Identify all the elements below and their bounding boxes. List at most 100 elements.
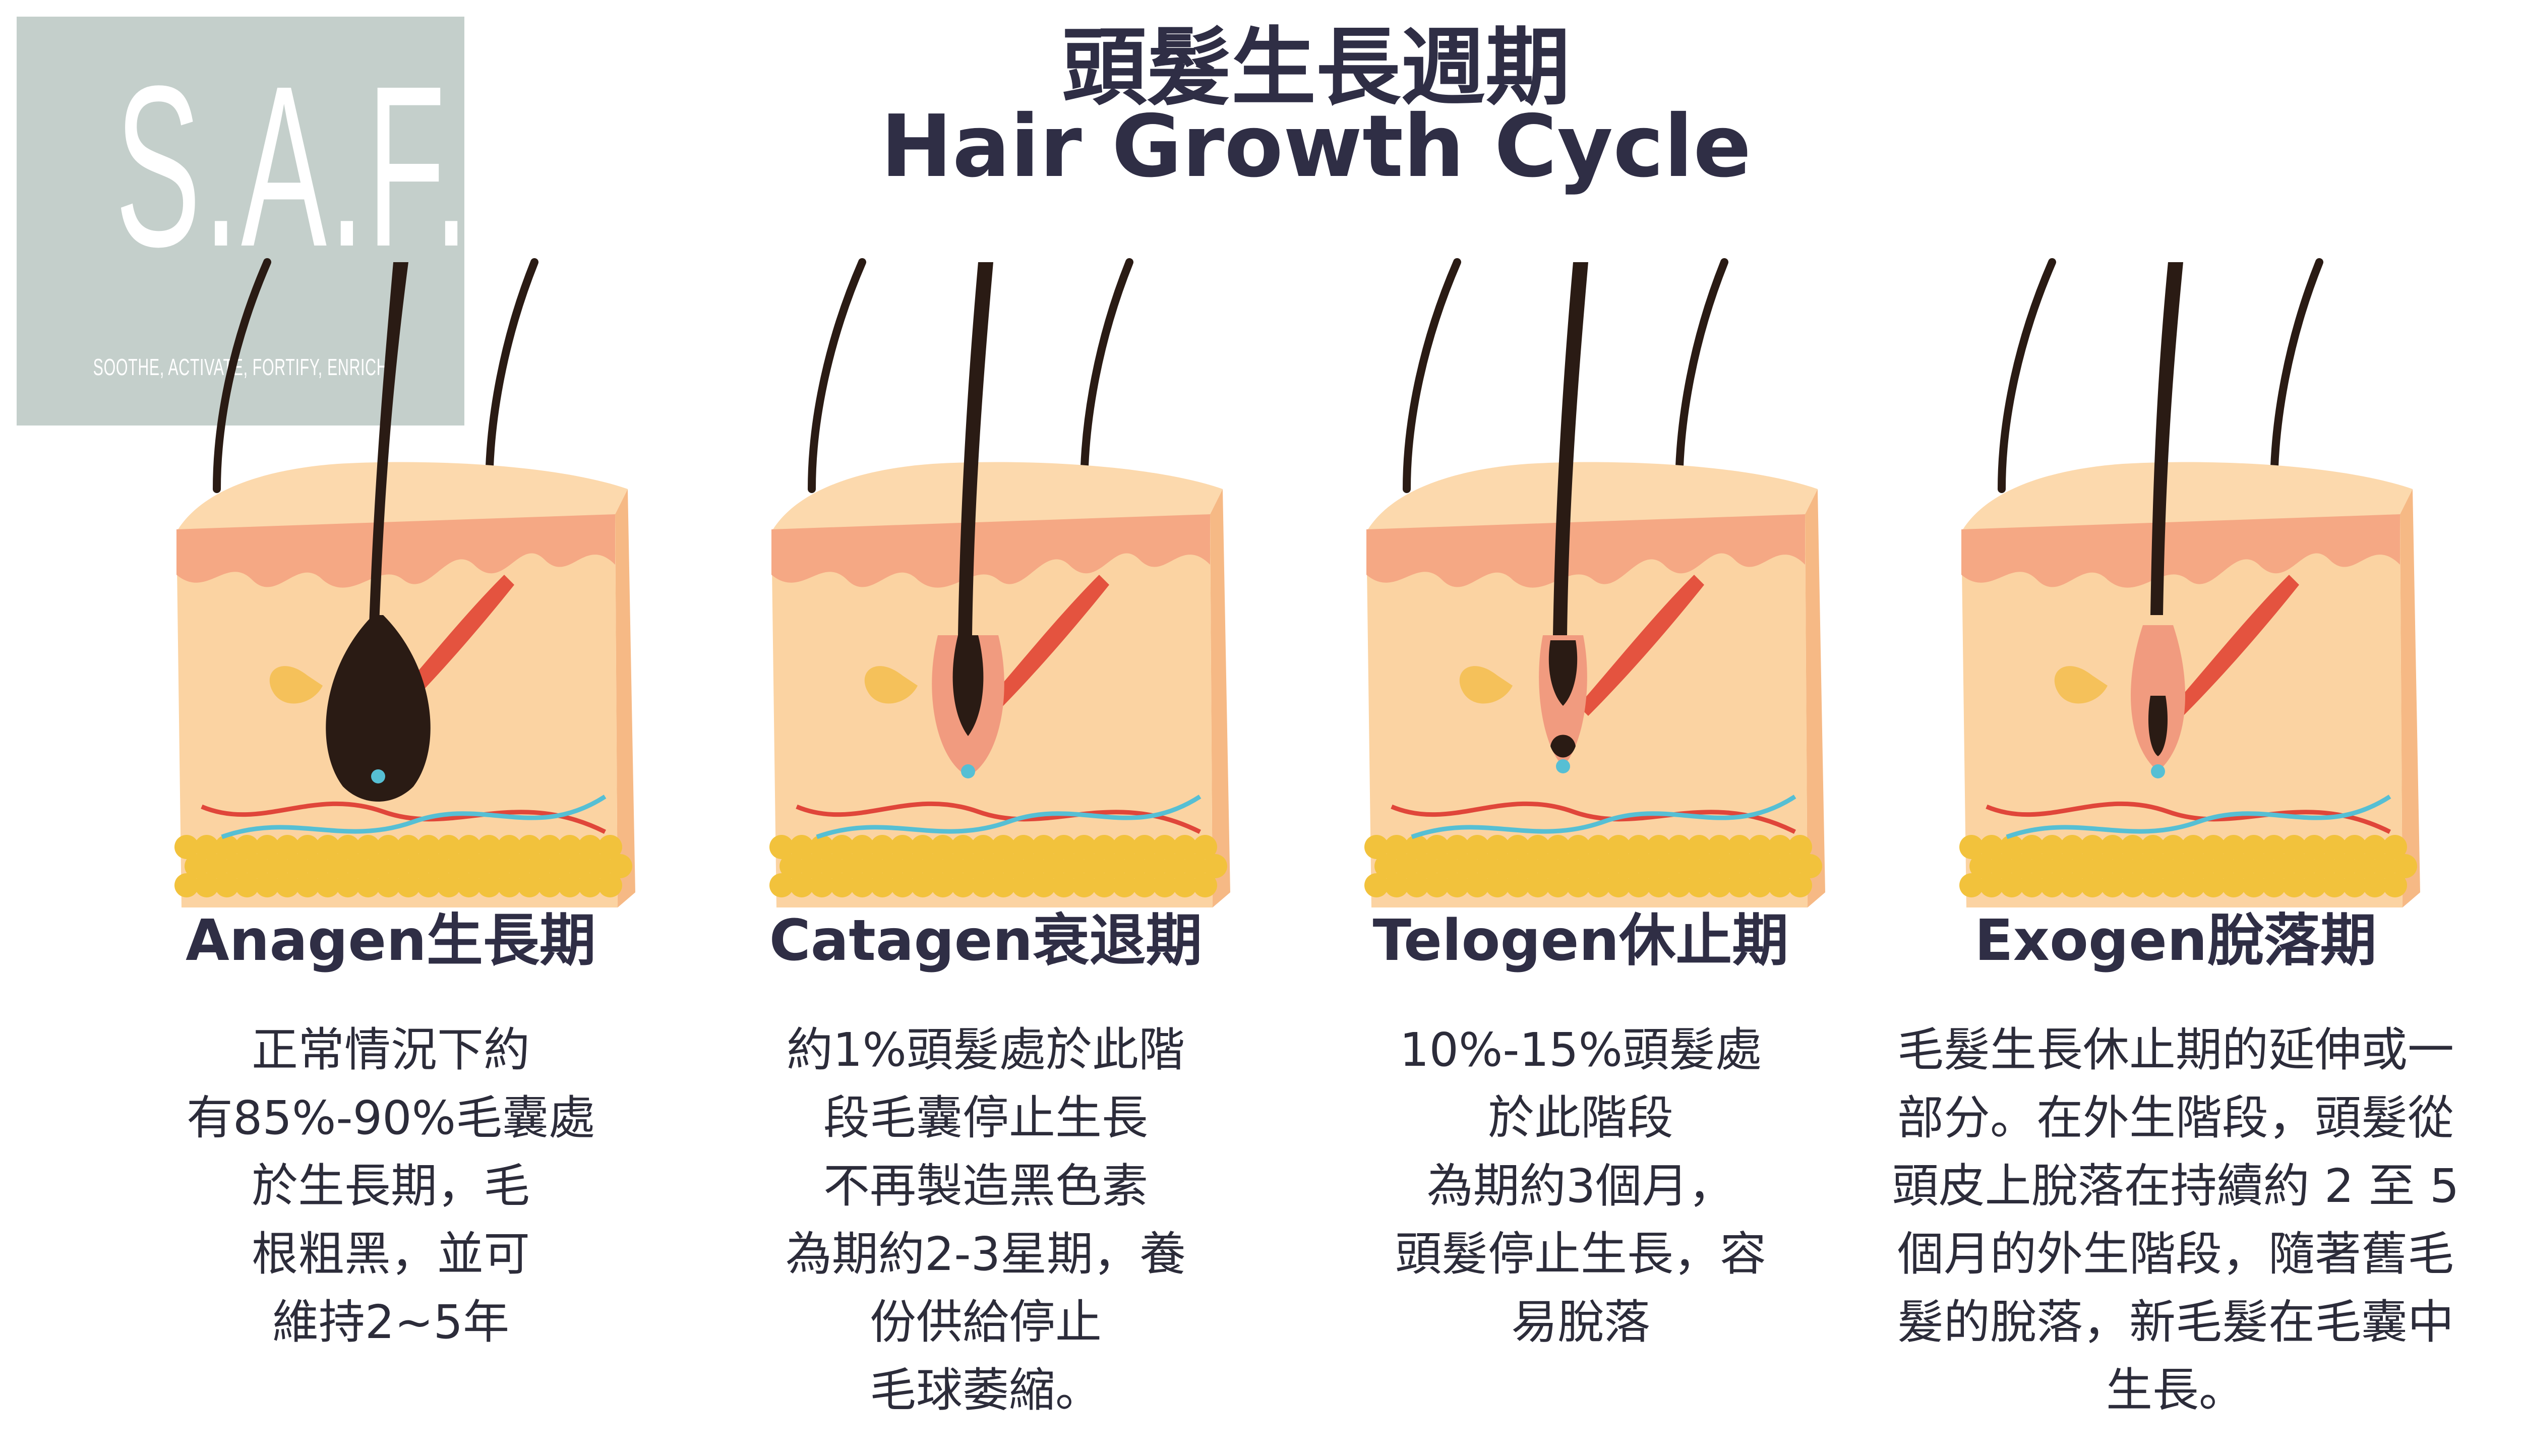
fat-cell — [800, 854, 824, 878]
fat-cell — [275, 835, 299, 859]
fat-cell — [174, 873, 199, 897]
fat-cell — [830, 873, 854, 897]
fat-cell — [1637, 854, 1661, 878]
fat-cell — [1969, 854, 1994, 878]
fat-cell — [1405, 873, 1429, 897]
fat-cell — [850, 873, 874, 897]
fat-cell — [1364, 835, 1389, 859]
skin-top-surface — [1961, 462, 2413, 532]
fat-cell — [356, 835, 380, 859]
fat-cell — [961, 854, 985, 878]
fat-cell — [1032, 873, 1056, 897]
fat-cell — [2383, 873, 2407, 897]
fat-cell — [2181, 835, 2205, 859]
fat-cell — [2232, 854, 2256, 878]
skin-side-face — [1210, 489, 1230, 907]
fat-cell — [2393, 854, 2417, 878]
main-hair-shaft — [368, 262, 408, 655]
fat-cell — [2272, 854, 2296, 878]
fat-cell — [1485, 873, 1510, 897]
subcutaneous-fat — [174, 835, 632, 897]
stage-anagen: Anagen生長期 正常情況下約 有85%-90%毛囊處 於生長期，毛 根粗黑，… — [101, 252, 681, 1456]
fat-cell — [356, 873, 380, 897]
fat-cell — [427, 854, 451, 878]
stage-name: Catagen衰退期 — [769, 908, 1203, 974]
fat-cell — [1183, 854, 1207, 878]
epidermis-layer — [771, 514, 1210, 588]
hair-bulb — [952, 635, 984, 736]
fat-cell — [1566, 873, 1590, 897]
fat-cell — [1727, 835, 1752, 859]
fat-cell — [2252, 854, 2276, 878]
fat-cell — [1526, 873, 1550, 897]
fat-cell — [255, 835, 279, 859]
fat-cell — [1445, 835, 1469, 859]
fat-cell — [921, 854, 945, 878]
fat-cell — [1778, 854, 1802, 878]
fat-cell — [850, 835, 874, 859]
fat-cell — [890, 835, 915, 859]
sebaceous-gland — [1459, 666, 1513, 704]
fat-cell — [265, 854, 289, 878]
subcutaneous-fat — [769, 835, 1227, 897]
fat-cell — [1697, 854, 1721, 878]
fat-cell — [1092, 835, 1116, 859]
fat-cell — [1506, 835, 1530, 859]
fat-cell — [457, 873, 481, 897]
fat-cell — [1677, 854, 1701, 878]
fat-cell — [1667, 835, 1691, 859]
fat-cell — [1032, 835, 1056, 859]
side-hair-left — [1998, 258, 2056, 493]
fat-cell — [2363, 873, 2387, 897]
fat-cell — [2373, 854, 2397, 878]
fat-cell — [1485, 835, 1510, 859]
fat-cell — [1465, 835, 1489, 859]
fat-cell — [366, 854, 390, 878]
fat-cell — [790, 835, 814, 859]
fat-cell — [931, 835, 955, 859]
fat-cell — [1687, 873, 1711, 897]
side-hair-right — [485, 258, 538, 493]
fat-cell — [1506, 873, 1530, 897]
side-hair-left — [1403, 258, 1461, 493]
fat-cell — [1788, 835, 1812, 859]
anagen-follicle-illustration — [174, 258, 635, 907]
fat-cell — [2131, 854, 2155, 878]
fat-cell — [2080, 873, 2105, 897]
fat-cell — [1072, 835, 1096, 859]
fat-cell — [830, 835, 854, 859]
fat-cell — [1112, 873, 1136, 897]
fat-cell — [1586, 835, 1610, 859]
brand-logo: S.A.F.E. SOOTHE, ACTIVATE, FORTIFY, ENRI… — [17, 17, 595, 426]
fat-cell — [1072, 873, 1096, 897]
stage-catagen: Catagen衰退期 約1%頭髮處於此階 段毛囊停止生長 不再製造黑色素 為期約… — [696, 252, 1276, 1456]
fat-cell — [578, 873, 602, 897]
fat-cell — [911, 873, 935, 897]
fat-cell — [2363, 835, 2387, 859]
epidermis-layer — [1961, 514, 2400, 588]
fat-cell — [558, 873, 582, 897]
fat-cell — [1193, 873, 1217, 897]
fat-cell — [2262, 835, 2286, 859]
fat-cell — [1576, 854, 1600, 878]
fat-cell — [1606, 835, 1631, 859]
fat-cell — [1596, 854, 1620, 878]
stage-description: 約1%頭髮處於此階 段毛囊停止生長 不再製造黑色素 為期約2-3星期，養 份供給… — [785, 1023, 1186, 1417]
fat-cell — [2161, 835, 2185, 859]
fat-cell — [1203, 854, 1227, 878]
fat-cell — [1153, 873, 1177, 897]
fat-cell — [598, 835, 622, 859]
fat-cell — [447, 854, 471, 878]
fat-cell — [790, 873, 814, 897]
fat-cell — [1495, 854, 1520, 878]
fat-cell — [1748, 873, 1772, 897]
fat-cell — [437, 835, 461, 859]
subcutaneous-fat — [1364, 835, 1822, 897]
epidermis-layer — [1366, 514, 1805, 588]
fat-cell — [215, 873, 239, 897]
fat-cell — [1143, 854, 1167, 878]
fat-cell — [2100, 835, 2125, 859]
fat-cell — [2201, 835, 2226, 859]
fat-cell — [517, 873, 542, 897]
new-hair-growth — [2148, 696, 2168, 756]
